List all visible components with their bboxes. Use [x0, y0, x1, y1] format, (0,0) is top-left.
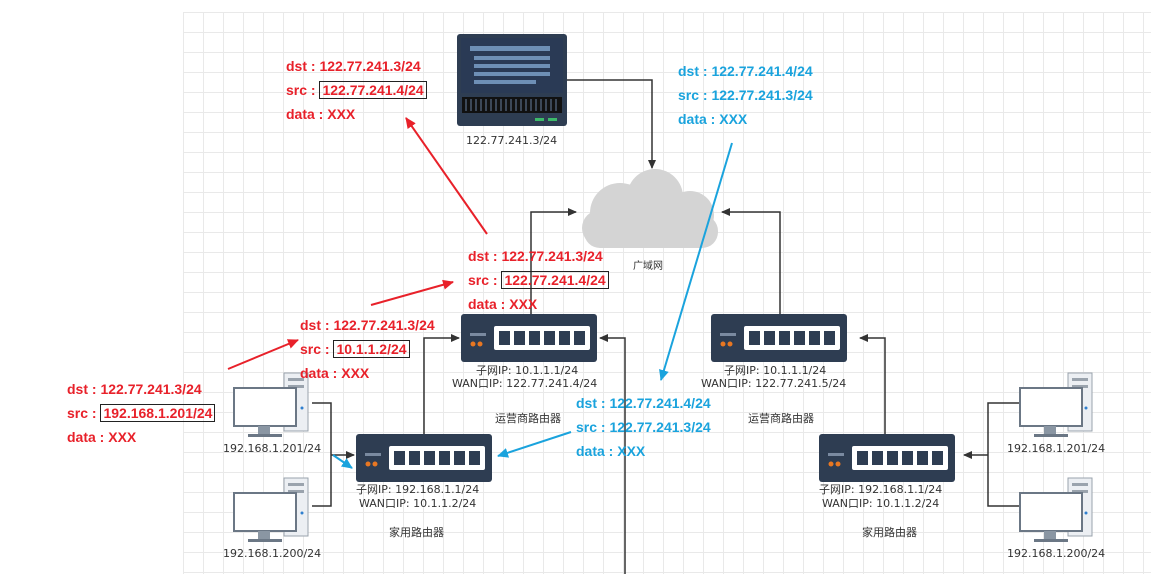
pc-right-top-ip: 192.168.1.201/24 — [1007, 442, 1106, 455]
packet-dst: dst : 122.77.241.3/24 — [300, 317, 435, 333]
isp-router-left-icon — [461, 314, 597, 362]
home-right-isp-link — [859, 334, 886, 434]
packet-red-home: dst : 122.77.241.3/24 src : 10.1.1.2/24 … — [300, 313, 435, 385]
packet-src-value: 192.168.1.201/24 — [100, 404, 216, 422]
red-arrow-home-to-isp — [370, 279, 454, 306]
isp-left-name-label: 运营商路由器 — [495, 412, 561, 425]
isp-right-wan-label: WAN口IP: 122.77.241.5/24 — [701, 377, 847, 390]
packet-src: src : 122.77.241.3/24 — [678, 87, 813, 103]
response-arrows — [332, 142, 733, 469]
packet-data: data : XXX — [576, 443, 646, 459]
isp-left-downlink — [599, 334, 626, 574]
packet-src: src : 192.168.1.201/24 — [67, 401, 216, 425]
home-left-name-label: 家用路由器 — [389, 526, 444, 539]
blue-arrow-home-to-pc — [332, 454, 353, 469]
packet-src-value: 122.77.241.4/24 — [319, 81, 427, 99]
home-right-subnet-label: 子网IP: 192.168.1.1/24 — [819, 483, 943, 496]
pc-right-bottom-icon — [1019, 477, 1093, 542]
isp-left-subnet-label: 子网IP: 10.1.1.1/24 — [476, 364, 579, 377]
packet-src: src : 122.77.241.4/24 — [286, 78, 427, 102]
packet-dst: dst : 122.77.241.3/24 — [286, 58, 421, 74]
home-left-isp-link — [423, 334, 460, 434]
blue-arrow-cloud-to-isp — [659, 142, 733, 381]
home-left-wan-label: WAN口IP: 10.1.1.2/24 — [359, 497, 477, 510]
pc-left-bottom-ip: 192.168.1.200/24 — [223, 547, 322, 560]
home-right-wan-label: WAN口IP: 10.1.1.2/24 — [822, 497, 940, 510]
home-right-name-label: 家用路由器 — [862, 526, 917, 539]
isp-right-cloud-link — [721, 208, 781, 315]
server-cloud-link — [567, 79, 656, 169]
isp-right-subnet-label: 子网IP: 10.1.1.1/24 — [724, 364, 827, 377]
packet-red-top: dst : 122.77.241.3/24 src : 122.77.241.4… — [286, 54, 427, 126]
packet-src-value: 10.1.1.2/24 — [333, 340, 410, 358]
pc-left-top-ip: 192.168.1.201/24 — [223, 442, 322, 455]
packet-red-pc: dst : 122.77.241.3/24 src : 192.168.1.20… — [67, 377, 216, 449]
pc-left-top-icon — [233, 372, 309, 437]
isp-right-name-label: 运营商路由器 — [748, 412, 814, 425]
packet-dst: dst : 122.77.241.3/24 — [67, 381, 202, 397]
connector-lines — [312, 79, 1020, 574]
packet-blue-top: dst : 122.77.241.4/24 src : 122.77.241.3… — [678, 59, 813, 131]
packet-data: data : XXX — [468, 296, 538, 312]
pc-left-bottom-icon — [233, 477, 309, 542]
packet-data: data : XXX — [67, 429, 137, 445]
cloud-icon — [582, 169, 718, 248]
cloud-label: 广域网 — [633, 261, 663, 272]
packet-dst: dst : 122.77.241.4/24 — [678, 63, 813, 79]
request-arrows — [227, 117, 488, 370]
packet-src: src : 122.77.241.3/24 — [576, 419, 711, 435]
packet-dst: dst : 122.77.241.3/24 — [468, 248, 603, 264]
grid-background — [183, 12, 1151, 574]
packet-data: data : XXX — [286, 106, 356, 122]
server-ip-label: 122.77.241.3/24 — [466, 134, 558, 147]
red-arrow-pc-to-home — [227, 339, 299, 370]
packet-dst: dst : 122.77.241.4/24 — [576, 395, 711, 411]
packet-blue-mid: dst : 122.77.241.4/24 src : 122.77.241.3… — [576, 391, 711, 463]
isp-left-cloud-link — [530, 208, 577, 318]
home-router-left-icon — [356, 434, 492, 482]
packet-red-isp: dst : 122.77.241.3/24 src : 122.77.241.4… — [468, 244, 609, 316]
pc-right-top-icon — [1019, 372, 1093, 437]
packet-data: data : XXX — [300, 365, 370, 381]
packet-src: src : 122.77.241.4/24 — [468, 268, 609, 292]
isp-router-right-icon — [711, 314, 847, 362]
red-arrow-isp-to-server — [405, 117, 488, 235]
blue-arrow-isp-to-home — [497, 431, 572, 458]
packet-src-value: 122.77.241.4/24 — [501, 271, 609, 289]
home-router-right-icon — [819, 434, 955, 482]
server-icon — [457, 34, 567, 126]
packet-src: src : 10.1.1.2/24 — [300, 337, 435, 361]
pc-right-bottom-ip: 192.168.1.200/24 — [1007, 547, 1106, 560]
isp-left-wan-label: WAN口IP: 122.77.241.4/24 — [452, 377, 598, 390]
home-left-subnet-label: 子网IP: 192.168.1.1/24 — [356, 483, 480, 496]
packet-data: data : XXX — [678, 111, 748, 127]
